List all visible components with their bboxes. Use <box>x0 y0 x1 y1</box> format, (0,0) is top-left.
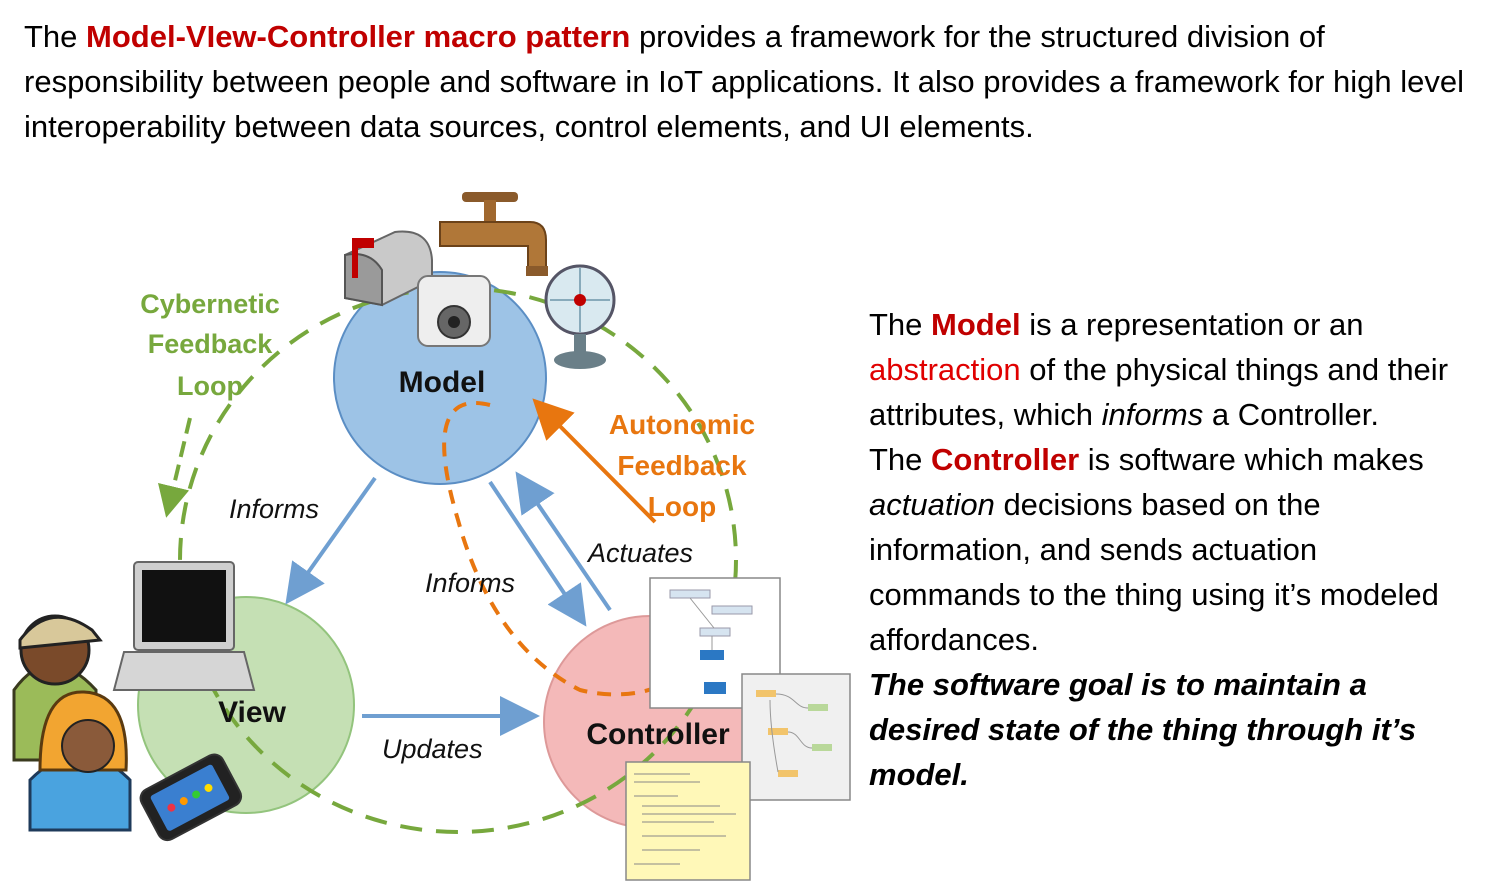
autonomic-loop-label-2: Feedback <box>617 450 747 481</box>
updates-label: Updates <box>382 734 483 764</box>
abstraction-term: abstraction <box>869 352 1021 387</box>
model-circle <box>333 271 547 485</box>
cybernetic-loop-circle <box>178 286 738 834</box>
fan-icon <box>544 264 616 369</box>
informs-view-label: Informs <box>229 494 319 524</box>
arrow-model-to-controller <box>488 480 587 627</box>
description-text: The Model is a representation or an abst… <box>869 302 1469 797</box>
text-run: decisions based on the information, and … <box>869 487 1439 657</box>
model-label: Model <box>399 366 486 399</box>
intro-rest: provides a framework for the structured … <box>24 19 1464 144</box>
text-run: of the physical things and their attribu… <box>869 352 1449 432</box>
smartphone-icon <box>139 753 243 842</box>
intro-highlight: Model-VIew-Controller macro pattern <box>86 19 631 54</box>
informs-controller-label: Informs <box>425 568 515 598</box>
autonomic-loop-label-3: Loop <box>648 491 716 522</box>
informs-term: informs <box>1101 397 1204 432</box>
cybernetic-loop-label-3: Loop <box>177 371 243 401</box>
autonomic-loop-arrow <box>532 398 657 524</box>
cybernetic-loop-label-1: Cybernetic <box>140 289 280 319</box>
node-graph-document-icon <box>741 673 851 801</box>
controller-label: Controller <box>586 718 730 751</box>
person-woman-icon <box>28 690 132 832</box>
autonomic-loop-label-1: Autonomic <box>609 409 755 440</box>
text-run: The <box>869 307 932 342</box>
text-run: is software which makes <box>1079 442 1424 477</box>
intro-paragraph: The Model-VIew-Controller macro pattern … <box>24 14 1474 149</box>
intro-lead: The <box>24 19 87 54</box>
actuation-term: actuation <box>869 487 995 522</box>
arrow-controller-to-model <box>515 471 612 612</box>
software-goal: The software goal is to maintain a desir… <box>869 667 1417 792</box>
controller-description: The Controller is software which makes a… <box>869 437 1469 662</box>
text-run: is a representation or an <box>1020 307 1364 342</box>
text-run: The <box>869 442 932 477</box>
arrow-model-to-view <box>285 476 377 605</box>
model-term: Model <box>931 307 1021 342</box>
mailbox-icon <box>344 230 433 307</box>
sensor-camera-icon <box>417 275 491 347</box>
mvc-diagram: Model View Controller Informs Informs Ac… <box>12 192 851 881</box>
view-label: View <box>218 696 286 729</box>
text-run: a Controller. <box>1203 397 1380 432</box>
model-description: The Model is a representation or an abst… <box>869 302 1469 437</box>
faucet-icon <box>439 192 548 276</box>
code-document-icon <box>625 761 751 881</box>
cybernetic-loop-label-2: Feedback <box>148 329 274 359</box>
cybernetic-loop-arrow <box>158 417 192 518</box>
laptop-icon <box>112 561 256 691</box>
actuates-label: Actuates <box>586 538 693 568</box>
controller-term: Controller <box>931 442 1080 477</box>
